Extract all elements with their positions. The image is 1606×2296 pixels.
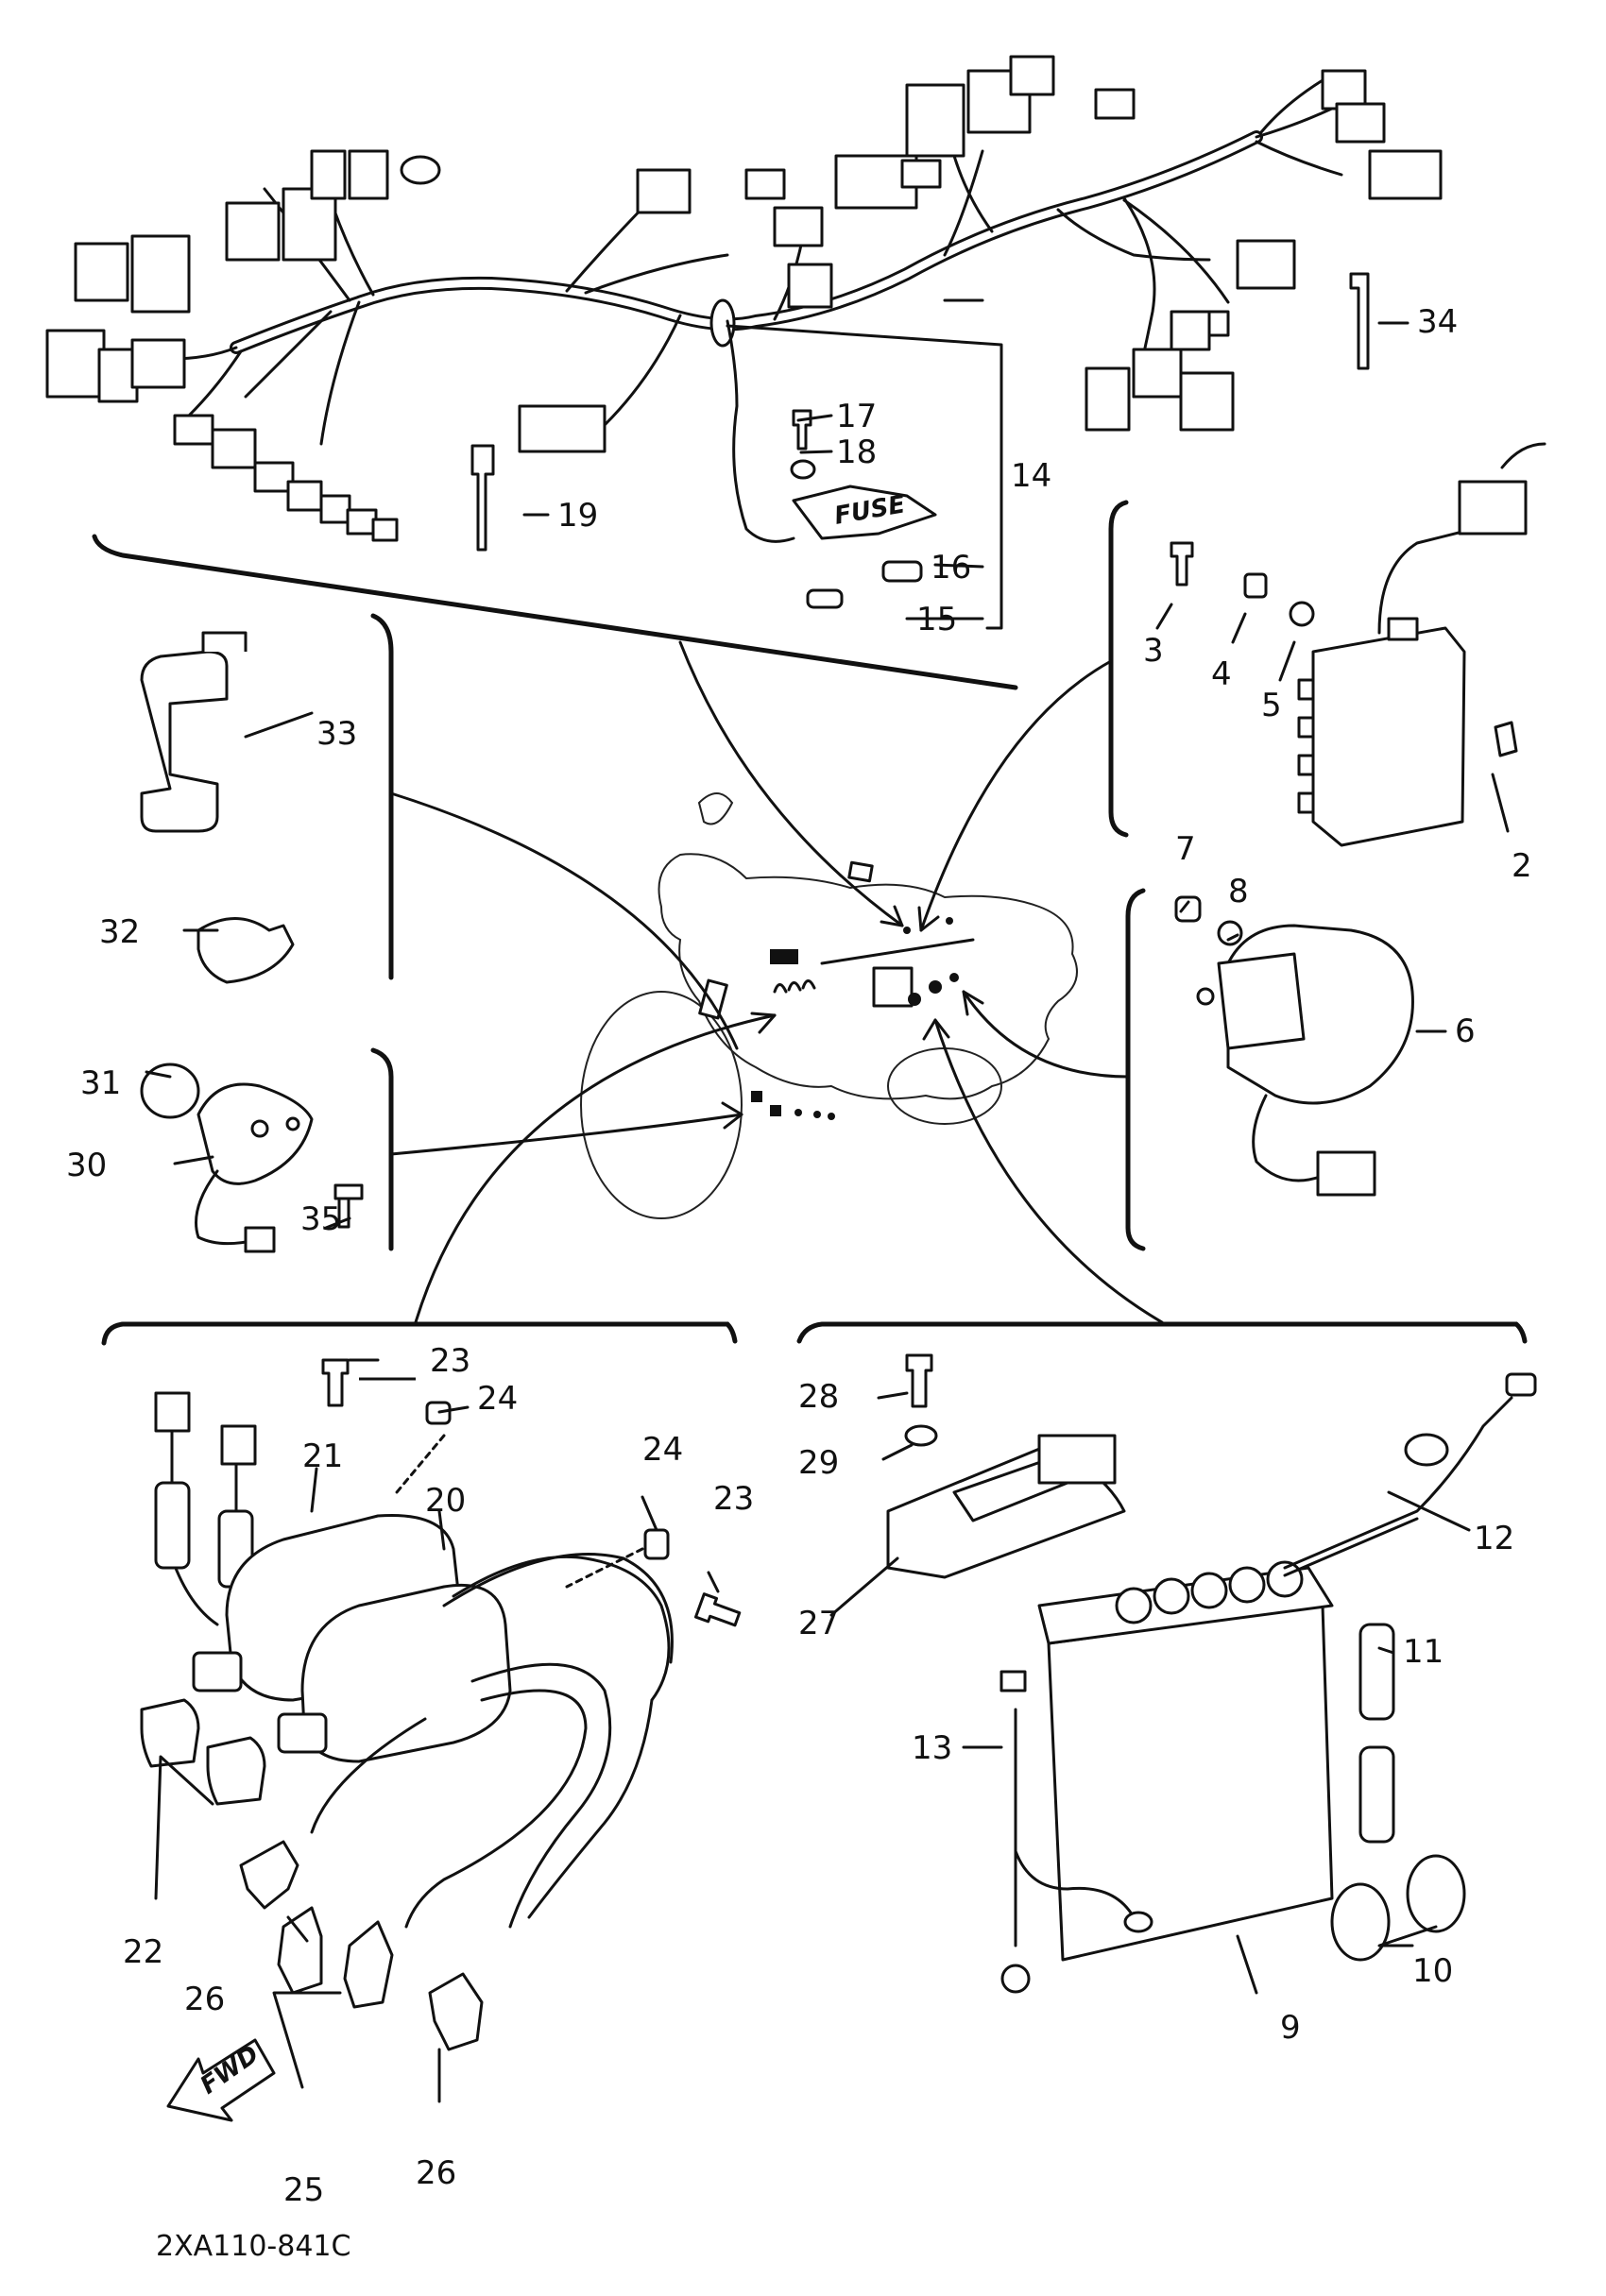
- clamp-32: [196, 917, 295, 984]
- part-label-21: 21: [302, 1437, 343, 1475]
- part-label-19: 19: [557, 497, 598, 535]
- part-label-28: 28: [798, 1378, 839, 1416]
- forward-arrow: FWD: [166, 2038, 276, 2122]
- part-label-31: 31: [80, 1064, 121, 1102]
- part-label-27: 27: [798, 1605, 839, 1642]
- part-label-23-right: 23: [713, 1480, 754, 1518]
- motorcycle-location-sketch: [580, 792, 1078, 1219]
- part-label-25: 25: [283, 2171, 324, 2209]
- part-label-12: 12: [1474, 1520, 1514, 1557]
- part-label-8: 8: [1228, 873, 1249, 910]
- part-label-24-right: 24: [642, 1431, 683, 1469]
- part-label-2: 2: [1512, 847, 1532, 885]
- part-label-22: 22: [123, 1933, 163, 1971]
- ignition-coil-group: [140, 1358, 742, 2051]
- part-number-labels: 2 3 4 5 6 7 8 9 10 11 12 13 14 15 16 17 …: [66, 303, 1532, 2263]
- wire-harness: FUSE: [45, 55, 1443, 630]
- location-leader-lines: [389, 640, 1164, 1324]
- drawing-code: 2XA110-841C: [156, 2230, 350, 2263]
- part-label-18: 18: [836, 434, 877, 471]
- part-label-26-left: 26: [184, 1981, 225, 2018]
- part-label-6: 6: [1455, 1012, 1476, 1050]
- rectifier-regulator-group: [1170, 442, 1546, 847]
- part-label-11: 11: [1403, 1633, 1444, 1671]
- part-label-32: 32: [99, 913, 140, 951]
- part-label-5: 5: [1261, 687, 1282, 724]
- bracket-33: [140, 631, 248, 833]
- part-label-10: 10: [1412, 1952, 1453, 1990]
- starter-relay-group: [1174, 895, 1414, 1197]
- part-label-24-top: 24: [477, 1380, 518, 1418]
- part-label-33: 33: [316, 715, 357, 753]
- neutral-switch-group: [140, 1063, 364, 1253]
- part-label-29: 29: [798, 1444, 839, 1482]
- section-brackets: [92, 500, 1528, 1346]
- part-label-20: 20: [425, 1482, 466, 1520]
- part-label-30: 30: [66, 1147, 107, 1184]
- part-label-7: 7: [1175, 830, 1196, 868]
- label-leaders: [145, 298, 1510, 2103]
- part-label-3: 3: [1143, 632, 1164, 670]
- part-label-15: 15: [916, 601, 957, 638]
- part-label-23-top: 23: [430, 1342, 470, 1380]
- part-label-9: 9: [1280, 2009, 1301, 2047]
- part-label-14: 14: [1011, 457, 1051, 495]
- part-label-34: 34: [1417, 303, 1458, 341]
- part-label-4: 4: [1211, 655, 1232, 693]
- part-label-13: 13: [912, 1729, 952, 1767]
- part-label-35: 35: [300, 1200, 341, 1238]
- battery-group: [886, 1353, 1537, 1994]
- part-label-16: 16: [931, 549, 971, 587]
- part-label-26-right: 26: [416, 2154, 456, 2192]
- part-label-17: 17: [836, 398, 877, 435]
